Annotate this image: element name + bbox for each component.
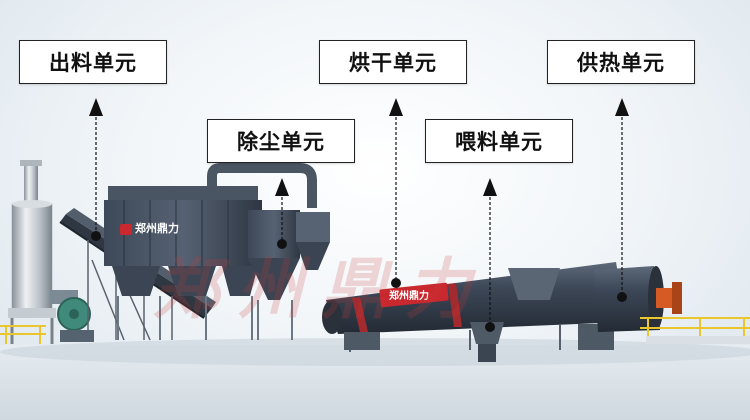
arrow-dots [91, 231, 627, 332]
chimney-tower [8, 160, 56, 344]
feed-hopper [470, 268, 560, 362]
floor-shadow [0, 338, 750, 366]
drum-nameplate: 郑州鼎力 [389, 287, 429, 302]
platform-left [0, 325, 46, 344]
label-dust-removal-unit: 除尘单元 [207, 119, 355, 163]
arrow-heads [89, 98, 629, 196]
induced-draft-fan [50, 290, 94, 342]
brand-watermark: 郑州鼎力 [149, 250, 505, 328]
drum-brand: 郑州鼎力 [389, 291, 429, 302]
callout-arrows [95, 112, 623, 326]
hot-air-furnace [594, 266, 682, 332]
label-feeding-unit: 喂料单元 [425, 119, 573, 163]
bag-filter-brand: 郑州鼎力 [135, 222, 179, 235]
label-drying-unit: 烘干单元 [319, 40, 467, 84]
bag-filter-nameplate: 郑州鼎力 [120, 220, 179, 236]
platform-base [646, 336, 750, 344]
brand-logo-icon [120, 223, 132, 235]
label-heating-unit: 供热单元 [547, 40, 695, 84]
label-discharge-unit: 出料单元 [19, 40, 167, 84]
cyclone-separator [248, 210, 330, 340]
